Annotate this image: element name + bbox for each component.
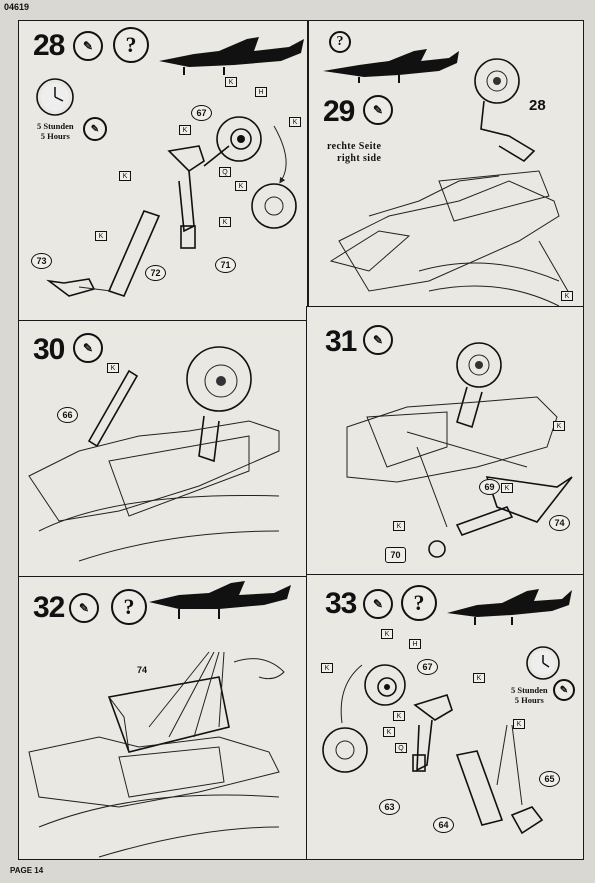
- step-number: 28: [33, 29, 65, 62]
- paint-flag-icon: K: [501, 483, 513, 493]
- paint-flag-icon: K: [513, 719, 525, 729]
- paint-flag-icon: H: [409, 639, 421, 649]
- part-label: 66: [57, 407, 78, 423]
- part-label: 64: [433, 817, 454, 833]
- page-number: PAGE 14: [10, 866, 44, 875]
- glue-icon: ✎: [363, 589, 393, 619]
- glue-icon: ✎: [83, 117, 107, 141]
- paint-flag-icon: K: [383, 727, 395, 737]
- paint-flag-icon: Q: [395, 743, 407, 753]
- step-30-illustration: [28, 346, 280, 562]
- question-icon: ?: [113, 27, 149, 63]
- part-number-28: 28: [529, 97, 546, 114]
- step-28-illustration: [36, 37, 304, 297]
- step-33-illustration: [322, 589, 572, 835]
- paint-flag-icon: K: [473, 673, 485, 683]
- hours-en: 5 Hours: [40, 131, 70, 141]
- step-32-panel: 32 ✎ ? 74: [18, 576, 308, 860]
- step-31-illustration: [346, 342, 573, 558]
- question-icon: ?: [329, 31, 351, 53]
- hours-de: 5 Stunden: [37, 121, 74, 131]
- kit-code: 04619: [4, 2, 30, 12]
- paint-flag-icon: K: [393, 711, 405, 721]
- hours-de: 5 Stunden: [511, 685, 548, 695]
- paint-flag-icon: K: [107, 363, 119, 373]
- part-number-74: 74: [137, 665, 148, 675]
- paint-flag-icon: K: [95, 231, 107, 241]
- part-label: 67: [191, 105, 212, 121]
- drying-time-label: 5 Stunden 5 Hours: [37, 121, 74, 141]
- part-label: 69: [479, 479, 500, 495]
- step-number: 31: [325, 325, 357, 358]
- paint-flag-icon: K: [561, 291, 573, 301]
- paint-flag-icon: K: [553, 421, 565, 431]
- paint-flag-icon: K: [219, 217, 231, 227]
- paint-flag-icon: K: [289, 117, 301, 127]
- paint-flag-icon: K: [393, 521, 405, 531]
- glue-icon: ✎: [363, 95, 393, 125]
- part-label: 74: [549, 515, 570, 531]
- side-en: right side: [337, 153, 382, 164]
- question-icon: ?: [401, 585, 437, 621]
- step-number: 32: [33, 591, 65, 624]
- part-label: 67: [417, 659, 438, 675]
- side-label: rechte Seite right side: [327, 141, 381, 165]
- glue-icon: ✎: [73, 31, 103, 61]
- step-number: 29: [323, 95, 355, 128]
- glue-icon: ✎: [73, 333, 103, 363]
- paint-flag-icon: K: [119, 171, 131, 181]
- paint-flag-icon: Q: [219, 167, 231, 177]
- paint-flag-icon: K: [235, 181, 247, 191]
- question-icon: ?: [111, 589, 147, 625]
- part-label: 73: [31, 253, 52, 269]
- part-label: 72: [145, 265, 166, 281]
- glue-icon: ✎: [363, 325, 393, 355]
- part-label: 71: [215, 257, 236, 273]
- drying-time-label: 5 Stunden 5 Hours: [511, 685, 548, 705]
- step-33-panel: 33 ✎ ? 5 Stunden 5 Hours ✎ K H K K K K Q…: [306, 574, 584, 860]
- paint-flag-icon: H: [255, 87, 267, 97]
- paint-flag-icon: K: [321, 663, 333, 673]
- step-29-panel: ? 29 ✎ rechte Seite right side 28 K: [308, 20, 584, 314]
- paint-flag-icon: K: [381, 629, 393, 639]
- paint-flag-icon: K: [225, 77, 237, 87]
- step-28-panel: 28 ✎ ? 5 Stunden 5 Hours ✎ K H K K K Q K…: [18, 20, 308, 322]
- step-29-illustration: [323, 49, 570, 307]
- part-label: 70: [385, 547, 406, 563]
- part-label: 63: [379, 799, 400, 815]
- step-30-panel: 30 ✎ K 66: [18, 320, 308, 578]
- step-31-panel: 31 ✎ K K K 69 74 70: [306, 306, 584, 576]
- paint-flag-icon: K: [179, 125, 191, 135]
- step-number: 30: [33, 333, 65, 366]
- step-number: 33: [325, 587, 357, 620]
- glue-icon: ✎: [69, 593, 99, 623]
- step-32-illustration: [28, 581, 291, 858]
- glue-icon: ✎: [553, 679, 575, 701]
- part-label: 65: [539, 771, 560, 787]
- side-de: rechte Seite: [327, 141, 382, 152]
- hours-en: 5 Hours: [514, 695, 544, 705]
